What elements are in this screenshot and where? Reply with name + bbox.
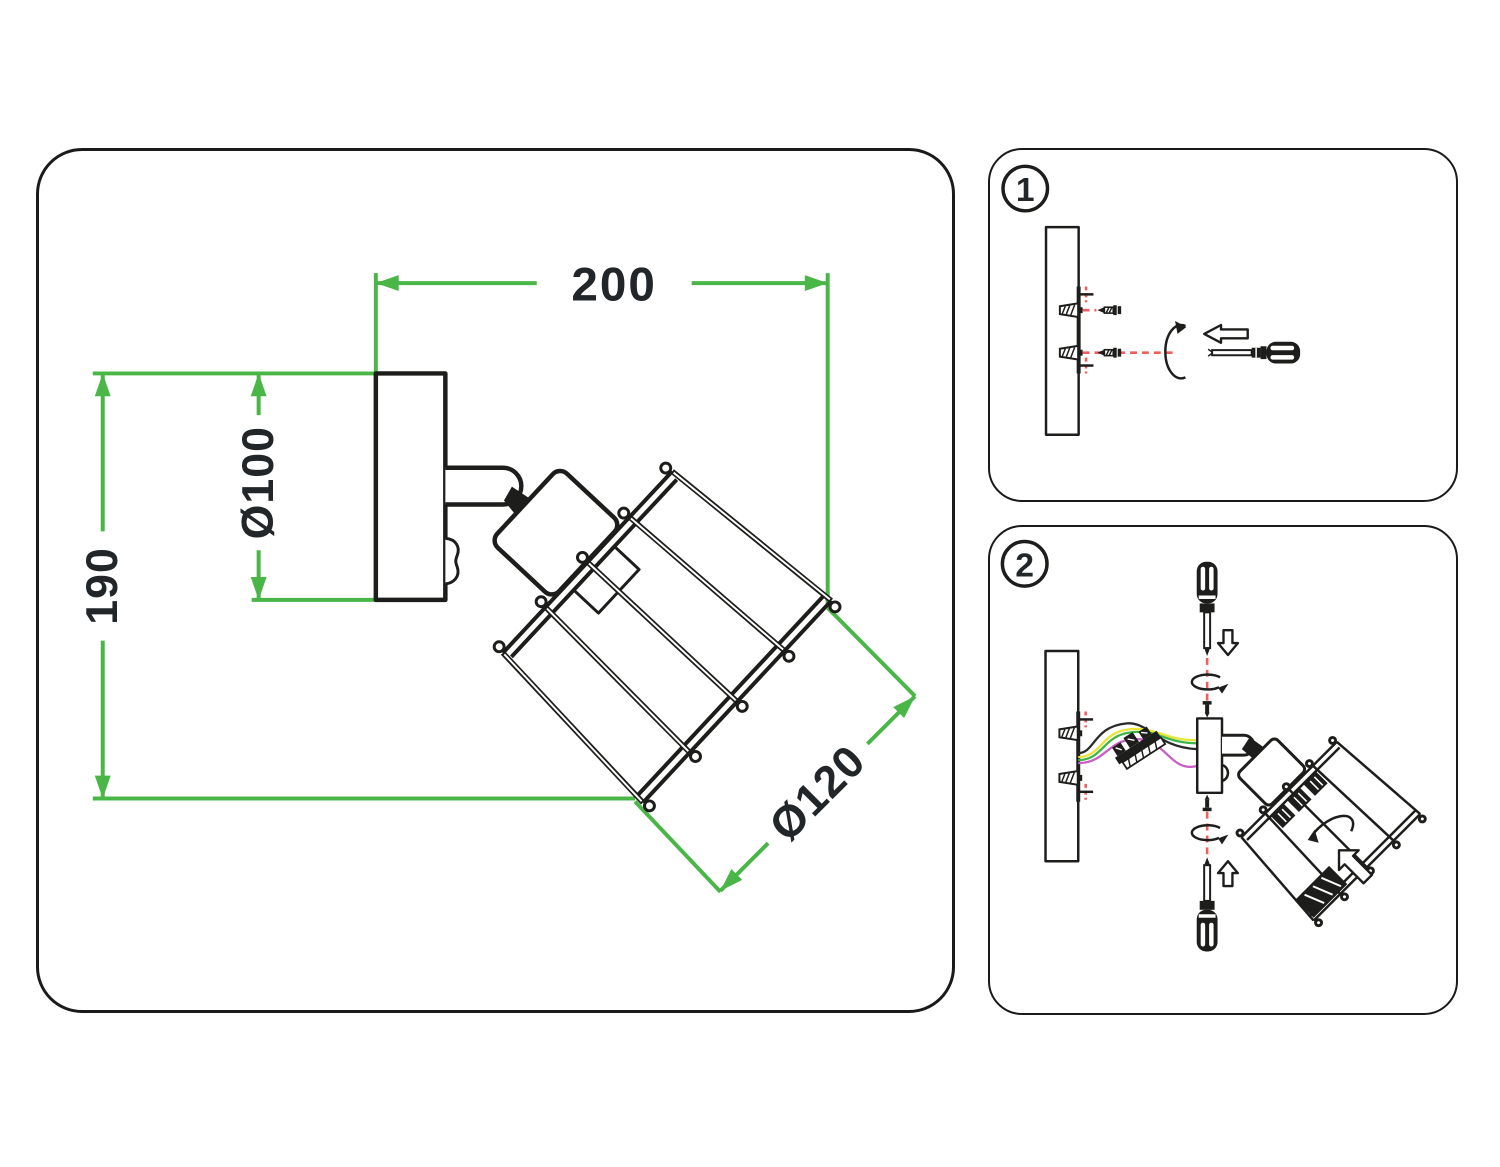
arrow-down-left-icon: [720, 868, 743, 891]
lamp-head: [1235, 735, 1427, 928]
dimension-shade-label: Ø120: [760, 736, 875, 851]
dimension-backplate: Ø100: [234, 373, 376, 602]
backplate: [373, 371, 448, 603]
step-1-badge: 1: [1001, 164, 1050, 213]
step-number-circle: [1000, 539, 1049, 588]
dimension-backplate-label: Ø100: [234, 426, 283, 539]
screw-icon: [1096, 304, 1122, 316]
rotate-icon: [1190, 824, 1230, 846]
up-arrow-icon: [1216, 860, 1240, 888]
arrow-down-icon: [250, 577, 267, 600]
arrow-left-icon: [375, 275, 399, 292]
switch-knob: [1221, 763, 1230, 783]
step-2-badge: 2: [1000, 539, 1049, 588]
down-arrow-icon: [1216, 629, 1240, 657]
wire-black: [1078, 722, 1198, 755]
cage-knobs: [492, 461, 842, 813]
insert-arrow-icon: [1337, 849, 1374, 885]
step-1-drawing: 1: [1001, 164, 1301, 436]
drill-mark-bottom: [1078, 783, 1094, 800]
arrow-up-icon: [250, 373, 267, 397]
switch-knob: [445, 536, 460, 586]
wire-green: [1078, 730, 1198, 762]
arrow-up-icon: [94, 373, 111, 397]
dimension-drawing: 200 190 Ø100 Ø120: [78, 259, 917, 894]
cage-knobs: [1235, 735, 1427, 928]
lamp-head: [492, 461, 842, 813]
rotate-icon: [1190, 673, 1230, 695]
wall: [1044, 649, 1080, 863]
dimension-width-label: 200: [571, 259, 656, 312]
drill-mark-top: [1078, 286, 1094, 303]
wall-anchor-icon: [1058, 342, 1085, 364]
dimension-width: 200: [373, 259, 830, 608]
arrow-right-icon: [804, 275, 828, 292]
wall-anchor-icon: [1057, 767, 1084, 789]
arrow-up-right-icon: [893, 696, 916, 719]
step-2-panel: 2: [988, 525, 1458, 1015]
wall: [1044, 225, 1080, 436]
wall-spot-fixture: [373, 371, 842, 813]
screwdriver-icon: [1207, 341, 1301, 364]
dimension-height-label: 190: [78, 547, 127, 625]
screwdriver-icon: [1195, 560, 1219, 657]
terminal-block: [1112, 726, 1167, 771]
cage-bars: [1240, 740, 1422, 922]
step-1-panel: 1: [988, 148, 1458, 502]
dimensions-panel: 200 190 Ø100 Ø120: [36, 148, 955, 1013]
arrow-down-icon: [94, 775, 111, 799]
cage-bars: [500, 469, 834, 805]
step-number: 1: [1016, 172, 1035, 209]
drill-mark-bottom: [1078, 357, 1094, 374]
wall-anchor-icon: [1057, 722, 1084, 744]
step-number: 2: [1015, 547, 1034, 585]
rotate-shade-icon: [1307, 814, 1355, 843]
screwdriver-icon: [1195, 856, 1219, 953]
bulb-band: [1295, 865, 1348, 918]
dimension-height: 190: [78, 371, 636, 801]
wall-anchor-icon: [1058, 299, 1085, 321]
step-number-circle: [1001, 164, 1050, 213]
mounting-bracket: [1195, 717, 1224, 795]
screw-icon: [1202, 701, 1212, 718]
drill-mark-top: [1078, 711, 1094, 728]
screw-icon: [1096, 346, 1122, 359]
push-arrow-icon: [1203, 323, 1249, 344]
wire-yellow: [1078, 727, 1198, 759]
rotate-icon: [1164, 321, 1187, 380]
screw-icon: [1202, 794, 1212, 812]
step-2-drawing: 2: [1000, 539, 1427, 953]
